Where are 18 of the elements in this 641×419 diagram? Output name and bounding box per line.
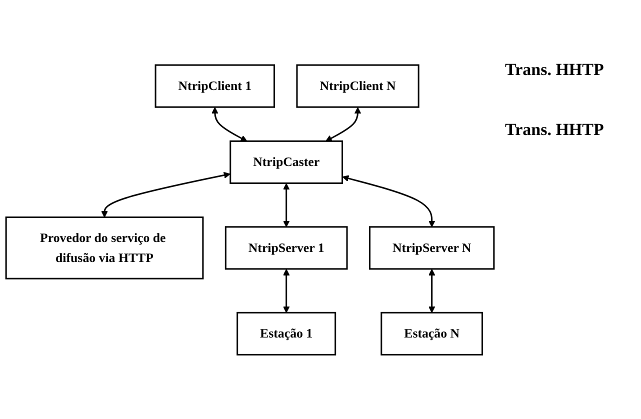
arrow: [428, 268, 436, 313]
arrow: [325, 106, 362, 142]
arrow: [283, 182, 290, 227]
arrow: [212, 106, 248, 142]
node-box: [236, 312, 336, 356]
arrow: [283, 268, 290, 313]
arrow: [101, 172, 230, 218]
note-text: Trans. HHTP: [505, 120, 605, 140]
node-box: [224, 226, 348, 270]
flowchart-drawing: NtripClient 1 NtripClient N NtripCaster Provedor do serviço de difusão via HTTP NtripServer 1 NtripServer N Estação 1 Estação N: [0, 58, 500, 360]
note-text: Trans. HHTP: [505, 60, 605, 80]
arrow: [342, 174, 436, 227]
node-box: [368, 226, 495, 270]
node-box: [154, 64, 276, 108]
node-box: [296, 64, 420, 108]
node-box: [380, 312, 484, 356]
node-box: [230, 140, 344, 184]
node-box: [5, 216, 204, 279]
